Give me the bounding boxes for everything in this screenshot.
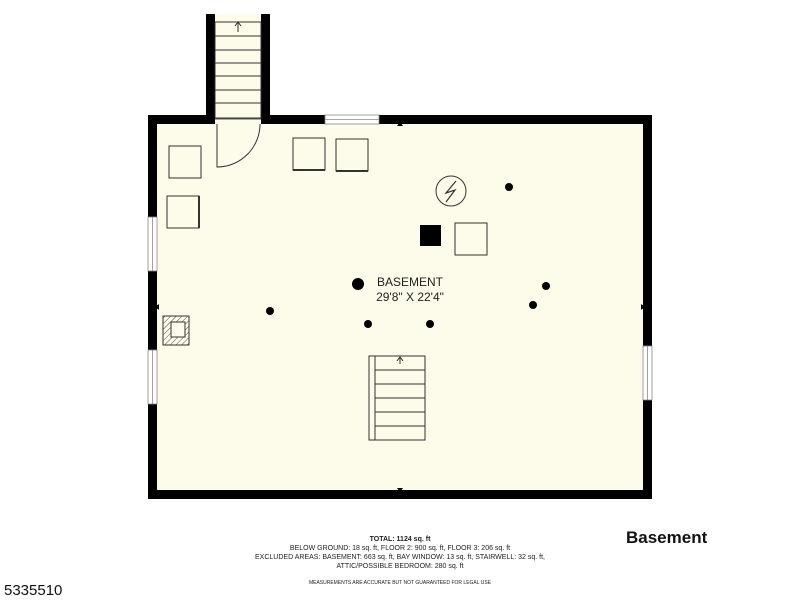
interior-stairs bbox=[368, 355, 426, 441]
support-columns bbox=[266, 183, 550, 328]
room-dimensions: 29'8" X 22'4" bbox=[376, 290, 444, 304]
attic-area: ATTIC/POSSIBLE BEDROOM: 280 sq. ft bbox=[336, 563, 464, 570]
excluded-areas: EXCLUDED AREAS: BASEMENT: 663 sq. ft, BA… bbox=[255, 554, 545, 561]
room-name: BASEMENT bbox=[377, 275, 444, 289]
total-area: TOTAL: 1124 sq. ft bbox=[369, 536, 431, 543]
listing-id: 5335510 bbox=[4, 582, 63, 599]
windows bbox=[147, 114, 653, 405]
door bbox=[215, 115, 261, 168]
below-ground-area: BELOW GROUND: 18 sq. ft, FLOOR 2: 900 sq… bbox=[289, 545, 511, 552]
dimension-markers bbox=[155, 122, 645, 492]
hatched-element bbox=[162, 315, 190, 346]
measurement-disclaimer: MEASUREMENTS ARE ACCURATE BUT NOT GUARAN… bbox=[308, 580, 492, 586]
exterior-walls bbox=[148, 14, 652, 499]
basement-floor bbox=[152, 119, 647, 494]
electrical-panel-icon bbox=[435, 175, 467, 207]
appliances bbox=[166, 137, 488, 256]
stairwell-stairs bbox=[214, 21, 262, 119]
chimney-block bbox=[420, 225, 441, 246]
floor-plan: BASEMENT 29'8" X 22'4" bbox=[147, 14, 653, 499]
floor-title: Basement bbox=[626, 528, 708, 547]
